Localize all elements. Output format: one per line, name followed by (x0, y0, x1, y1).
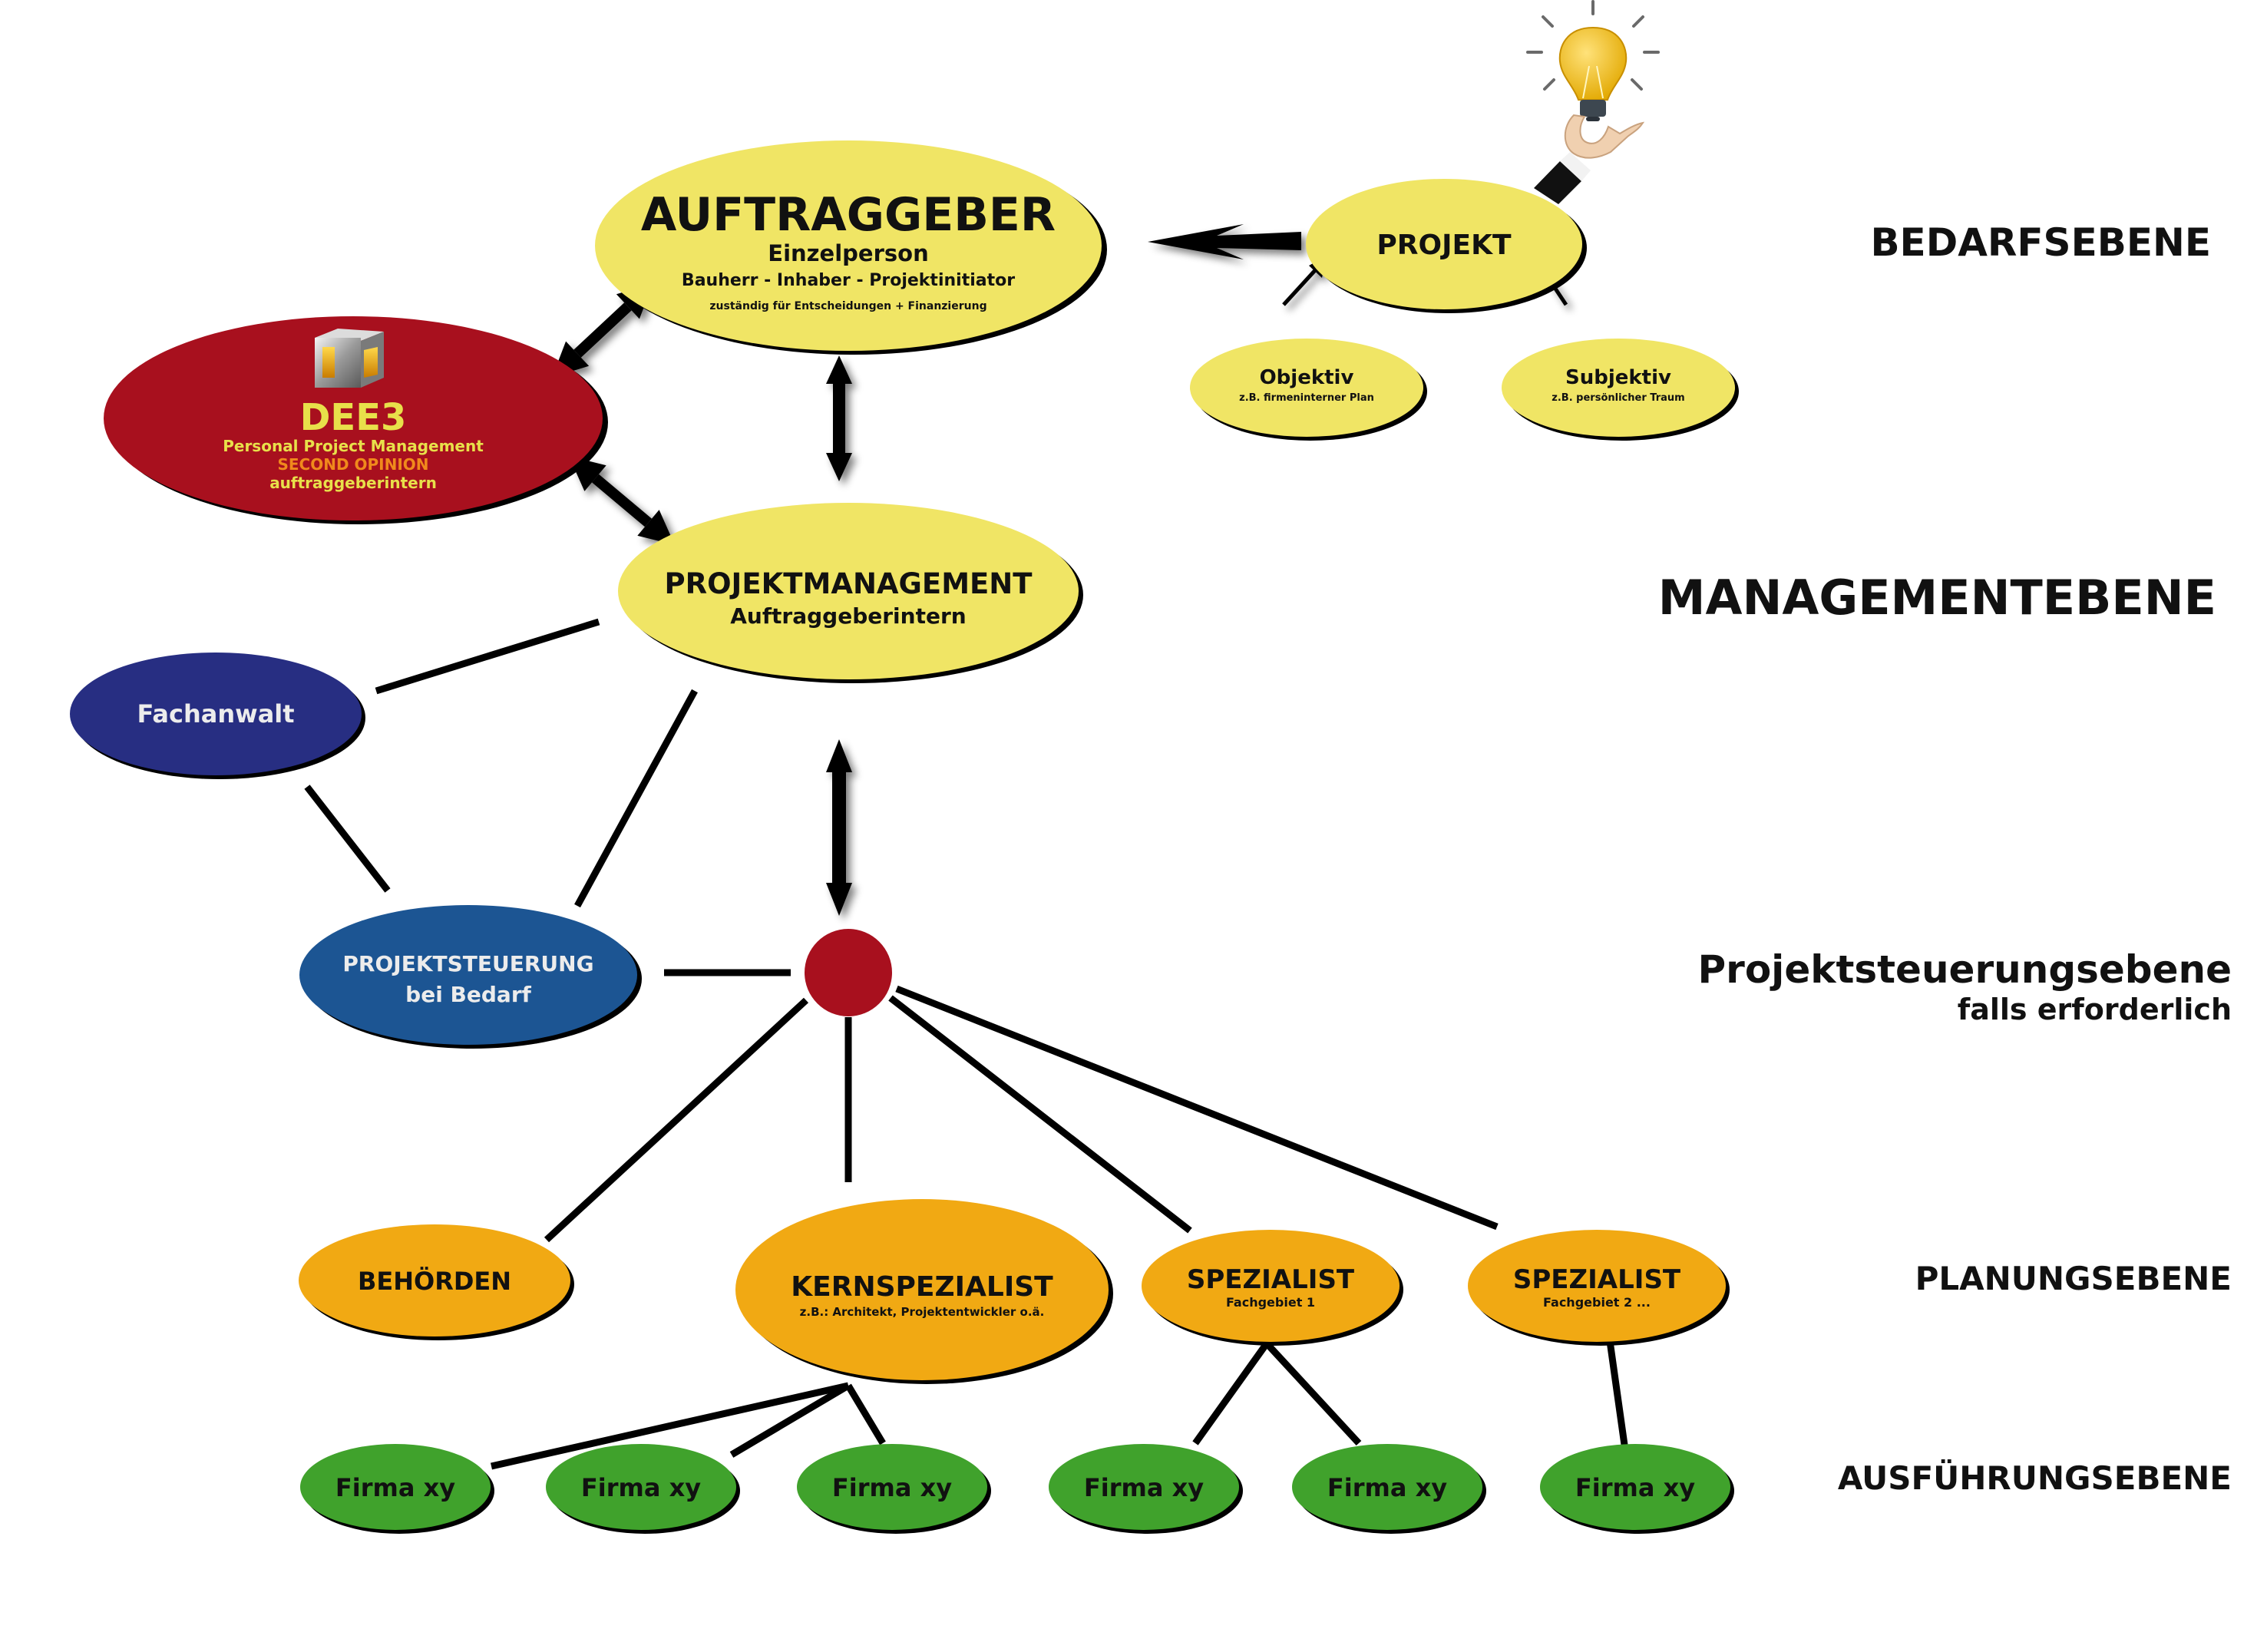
projektsteuerung-sub: bei Bedarf (405, 982, 531, 1007)
node-projektsteuerung[interactable]: PROJEKTSTEUERUNG bei Bedarf (299, 905, 642, 1049)
level-steuerung: Projektsteuerungsebene (1698, 947, 2232, 992)
connectors (304, 618, 1628, 1470)
firma-label: Firma xy (1327, 1473, 1447, 1502)
projekt-title: PROJEKT (1376, 230, 1512, 261)
lightbulb-hand-icon (1526, 0, 1660, 204)
line-spez2-firma6 (1606, 1340, 1628, 1446)
auftraggeber-line1: Einzelperson (768, 240, 928, 266)
spezialist-2-sub: Fachgebiet 2 ... (1543, 1295, 1651, 1310)
projektsteuerung-title: PROJEKTSTEUERUNG (342, 951, 593, 976)
dee3-logo-icon: D3 (315, 329, 384, 388)
node-fachanwalt[interactable]: Fachanwalt (70, 653, 365, 779)
node-firma[interactable]: Firma xy (1292, 1444, 1486, 1534)
line-spez1-firma5 (1264, 1340, 1362, 1446)
double-arrow-projektmanagement-hub (826, 739, 852, 916)
level-labels: BEDARFSEBENE MANAGEMENTEBENE Projektsteu… (1658, 220, 2232, 1497)
auftraggeber-line3: zuständig für Entscheidungen + Finanzier… (709, 300, 986, 312)
node-objektiv[interactable]: Objektiv z.B. firmeninterner Plan (1190, 339, 1427, 441)
hand (1564, 114, 1645, 159)
node-kernspezialist[interactable]: KERNSPEZIALIST z.B.: Architekt, Projekte… (735, 1199, 1113, 1384)
node-firma[interactable]: Firma xy (300, 1444, 494, 1534)
auftraggeber-title: AUFTRAGGEBER (641, 188, 1056, 242)
node-firma[interactable]: Firma xy (1049, 1444, 1243, 1534)
light-rays (1526, 0, 1660, 91)
node-projektmanagement[interactable]: PROJEKTMANAGEMENT Auftraggeberintern (618, 503, 1083, 683)
line-fachanwalt-projektmanagement (375, 618, 600, 695)
line-hub-behoerden (544, 997, 809, 1243)
sleeve (1534, 161, 1581, 204)
node-spezialist-1[interactable]: SPEZIALIST Fachgebiet 1 (1142, 1230, 1403, 1346)
node-subjektiv[interactable]: Subjektiv z.B. persönlicher Traum (1502, 339, 1739, 441)
node-behoerden[interactable]: BEHÖRDEN (299, 1224, 574, 1340)
line-fachanwalt-projektsteuerung (304, 785, 391, 893)
node-firma[interactable]: Firma xy (797, 1444, 991, 1534)
line-hub-spezialist2 (895, 985, 1499, 1231)
kernspezialist-title: KERNSPEZIALIST (791, 1271, 1053, 1303)
objektiv-title: Objektiv (1260, 366, 1354, 389)
bulb-base (1580, 100, 1606, 117)
behoerden-title: BEHÖRDEN (358, 1267, 511, 1296)
kernspezialist-sub: z.B.: Architekt, Projektentwickler o.ä. (800, 1305, 1045, 1319)
spezialist-1-title: SPEZIALIST (1187, 1264, 1355, 1295)
hub-node[interactable] (805, 929, 892, 1016)
firma-label: Firma xy (335, 1473, 455, 1502)
node-firma[interactable]: Firma xy (1540, 1444, 1734, 1534)
line-kern-firma2 (729, 1383, 851, 1458)
node-projekt[interactable]: PROJEKT (1306, 179, 1587, 313)
level-planung: PLANUNGSEBENE (1915, 1260, 2232, 1297)
firmen-row: Firma xy Firma xy Firma xy Firma xy Firm… (300, 1444, 1734, 1534)
spezialist-1-sub: Fachgebiet 1 (1226, 1295, 1315, 1310)
spezialist-2-title: SPEZIALIST (1513, 1264, 1681, 1295)
firma-label: Firma xy (581, 1473, 701, 1502)
node-auftraggeber[interactable]: AUFTRAGGEBER Einzelperson Bauherr - Inha… (595, 140, 1107, 355)
arrow-projekt-to-auftraggeber (1148, 224, 1301, 259)
objektiv-sub: z.B. firmeninterner Plan (1239, 392, 1374, 404)
line-hub-spezialist1 (888, 995, 1192, 1234)
level-steuerung-sub: falls erforderlich (1958, 993, 2232, 1026)
firma-label: Firma xy (1575, 1473, 1695, 1502)
subjektiv-sub: z.B. persönlicher Traum (1552, 392, 1684, 404)
node-dee3[interactable]: D3 DEE3 Personal Project Management SECO… (104, 316, 608, 524)
level-bedarf: BEDARFSEBENE (1870, 220, 2211, 265)
double-arrow-auftraggeber-projektmanagement (826, 355, 852, 481)
projektmanagement-title: PROJEKTMANAGEMENT (664, 567, 1033, 600)
line-kern-firma3 (845, 1383, 886, 1446)
line-spez1-firma4 (1192, 1341, 1270, 1446)
node-spezialist-2[interactable]: SPEZIALIST Fachgebiet 2 ... (1468, 1230, 1730, 1346)
level-ausfuehrung: AUSFÜHRUNGSEBENE (1838, 1459, 2232, 1497)
projektmanagement-sub: Auftraggeberintern (730, 603, 966, 629)
dee3-line3: auftraggeberintern (269, 474, 437, 492)
dee3-line1: Personal Project Management (223, 437, 484, 455)
firma-label: Firma xy (1084, 1473, 1204, 1502)
bulb-glass (1558, 26, 1628, 101)
dee3-line2: SECOND OPINION (277, 455, 428, 474)
line-projektmanagement-projektsteuerung (574, 689, 698, 908)
level-management: MANAGEMENTEBENE (1658, 570, 2216, 626)
subjektiv-title: Subjektiv (1565, 366, 1671, 389)
auftraggeber-line2: Bauherr - Inhaber - Projektinitiator (682, 271, 1015, 290)
firma-label: Firma xy (832, 1473, 952, 1502)
node-firma[interactable]: Firma xy (546, 1444, 740, 1534)
line-kern-firma1 (491, 1382, 849, 1470)
dee3-title: DEE3 (300, 396, 407, 439)
fachanwalt-title: Fachanwalt (137, 699, 294, 729)
